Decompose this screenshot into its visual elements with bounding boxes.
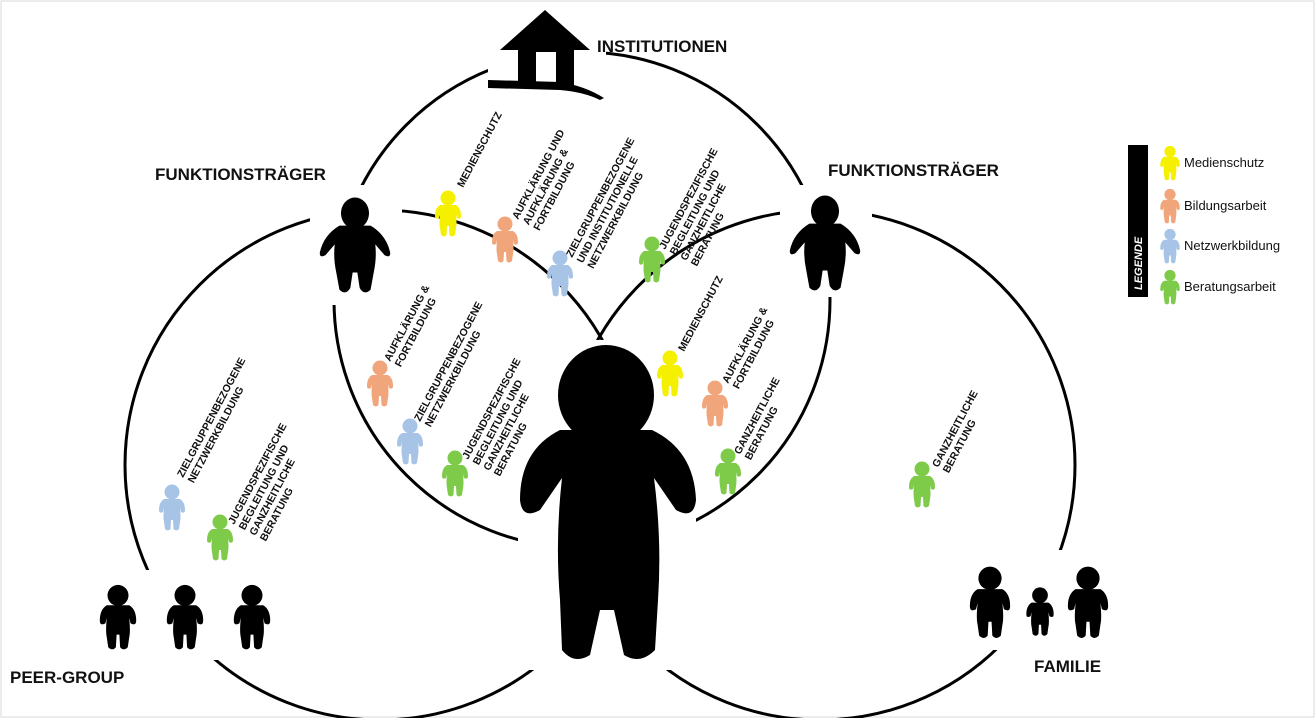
legend-title: LEGENDE [1133,236,1145,290]
label-officials-right: FUNKTIONSTRÄGER [828,161,999,180]
label-institutions: INSTITUTIONEN [597,37,727,56]
legend-item-label: Beratungsarbeit [1184,279,1276,294]
legend-title-bar [1128,145,1148,297]
legend-item-label: Netzwerkbildung [1184,238,1280,253]
label-family: FAMILIE [1034,657,1101,676]
house-icon [488,10,604,100]
central-child-icon [520,345,696,659]
legend: LEGENDE Medienschutz Bildungsarbeit Netz… [1128,145,1280,305]
label-officials-left: FUNKTIONSTRÄGER [155,165,326,184]
legend-item-label: Medienschutz [1184,155,1264,170]
legend-item-label: Bildungsarbeit [1184,198,1267,213]
label-peer-group: PEER-GROUP [10,668,124,687]
